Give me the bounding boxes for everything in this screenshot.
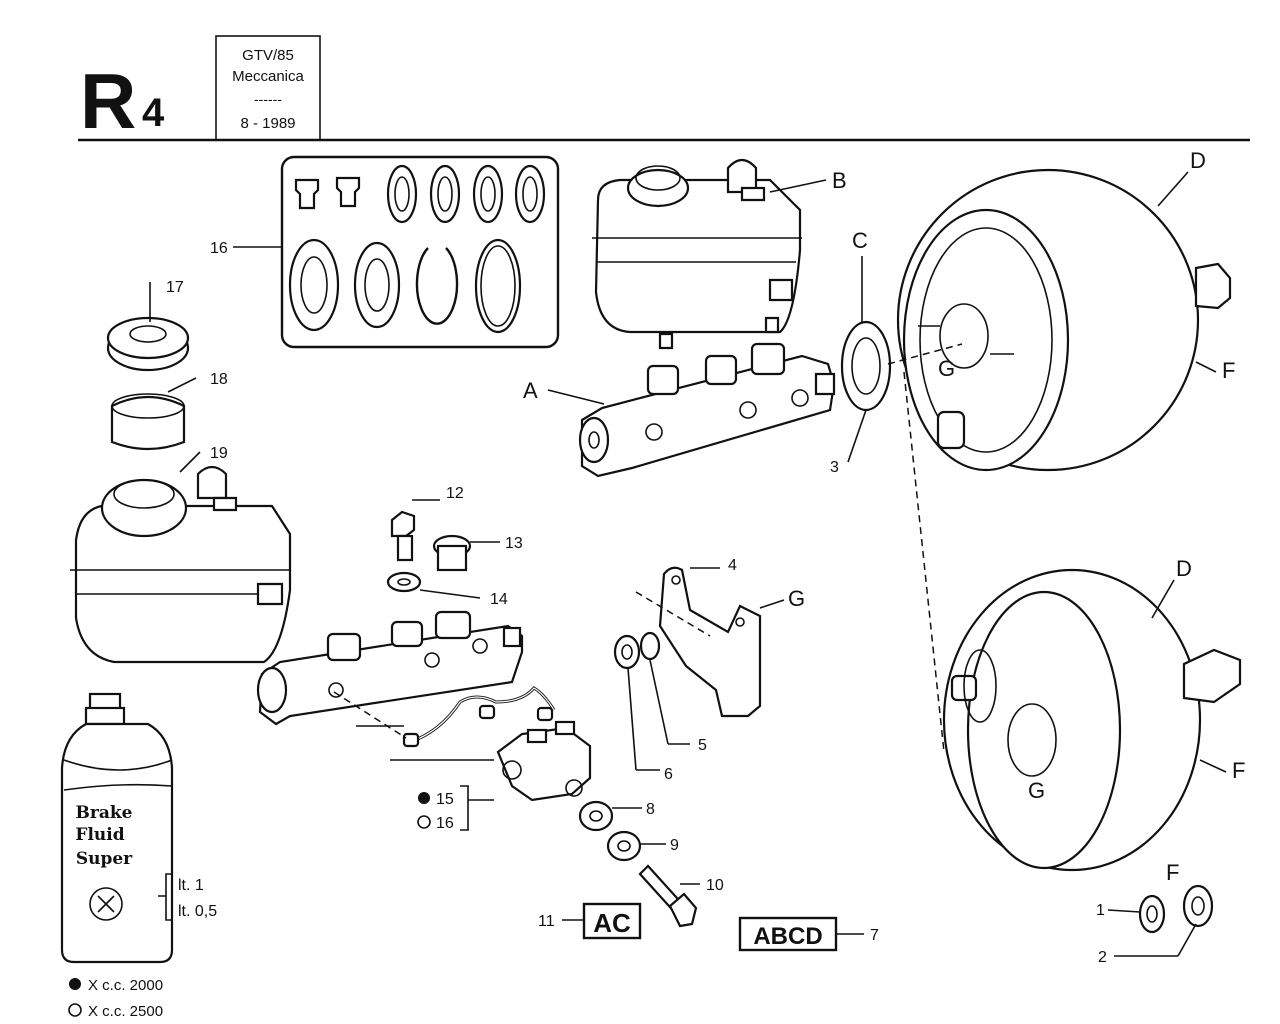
kit-seal-row-bottom bbox=[288, 238, 522, 334]
callout-5: 5 bbox=[698, 737, 707, 754]
callout-17: 17 bbox=[166, 279, 184, 296]
callout-g-top: G bbox=[938, 356, 955, 381]
callout-18: 18 bbox=[210, 371, 228, 388]
callout-19: 19 bbox=[210, 445, 228, 462]
callout-a: A bbox=[523, 378, 538, 403]
kit-seal-row-top bbox=[294, 164, 546, 224]
callout-2: 2 bbox=[1098, 949, 1107, 966]
callout-3: 3 bbox=[830, 459, 839, 476]
kit-box-ac-label: AC bbox=[593, 908, 631, 938]
callout-10: 10 bbox=[706, 877, 724, 894]
kit-box-abcd-label: ABCD bbox=[753, 923, 822, 950]
legend-2000: X c.c. 2000 bbox=[88, 977, 163, 994]
washer-8 bbox=[578, 800, 614, 832]
separator-label: ------ bbox=[254, 91, 282, 107]
filled-dot-15 bbox=[418, 792, 430, 804]
model-label: GTV/85 bbox=[242, 47, 294, 64]
callout-15: 15 bbox=[436, 791, 454, 808]
gasket-c bbox=[840, 320, 892, 412]
callout-16-legend: 16 bbox=[436, 815, 454, 832]
section-letter: R bbox=[80, 57, 136, 145]
callout-11: 11 bbox=[538, 913, 555, 930]
legend-filled-dot bbox=[69, 978, 81, 990]
bottle-text-super: Super bbox=[76, 849, 133, 869]
reservoir-cap bbox=[106, 316, 190, 372]
open-dot-16 bbox=[417, 815, 431, 829]
callout-f-small: F bbox=[1166, 860, 1179, 885]
callout-g-bracket: G bbox=[788, 586, 805, 611]
bottle-text-fluid: Fluid bbox=[75, 825, 124, 845]
washer-9 bbox=[606, 830, 642, 862]
pressure-valve bbox=[496, 720, 592, 802]
callout-8: 8 bbox=[646, 801, 655, 818]
callout-1: 1 bbox=[1096, 902, 1105, 919]
bottle-text-brake: Brake bbox=[76, 803, 133, 823]
reservoir-19 bbox=[70, 465, 292, 664]
nut-washer-set bbox=[1138, 884, 1214, 934]
kit-box-ac bbox=[582, 902, 642, 940]
bolt-10 bbox=[638, 864, 698, 928]
callout-g-bottom: G bbox=[1028, 778, 1045, 803]
callout-9: 9 bbox=[670, 837, 679, 854]
master-cylinder-a bbox=[578, 342, 836, 478]
callout-13: 13 bbox=[505, 535, 523, 552]
sealing-washer bbox=[386, 571, 422, 593]
bleed-screw bbox=[390, 510, 416, 562]
callout-c: C bbox=[852, 228, 868, 253]
callout-12: 12 bbox=[446, 485, 464, 502]
washer-5-6 bbox=[613, 631, 661, 670]
callout-4: 4 bbox=[728, 557, 737, 574]
callout-d-bottom: D bbox=[1176, 556, 1192, 581]
legend-2500: X c.c. 2500 bbox=[88, 1003, 163, 1020]
brake-booster-bottom bbox=[942, 568, 1242, 872]
header: R 4 GTV/85 Meccanica ------ 8 - 1989 bbox=[78, 35, 1250, 145]
group-label: Meccanica bbox=[232, 68, 304, 85]
plug bbox=[432, 534, 472, 572]
callout-b: B bbox=[832, 168, 847, 193]
callout-14: 14 bbox=[490, 591, 508, 608]
callout-6: 6 bbox=[664, 766, 673, 783]
date-label: 8 - 1989 bbox=[240, 115, 295, 132]
legend-open-dot bbox=[68, 1003, 82, 1017]
section-number: 4 bbox=[142, 91, 165, 135]
callout-f-bottom: F bbox=[1232, 758, 1245, 783]
brake-booster-top bbox=[896, 168, 1232, 472]
strainer-sleeve bbox=[110, 393, 186, 451]
bracket bbox=[635, 566, 762, 718]
reservoir-b bbox=[592, 158, 802, 350]
seal-kit-panel bbox=[280, 155, 560, 349]
bottle-capacity-1: lt. 1 bbox=[178, 877, 204, 894]
engine-legend: X c.c. 2000 X c.c. 2500 bbox=[68, 977, 163, 1020]
brake-fluid-bottle: Brake Fluid Super bbox=[60, 692, 174, 964]
callout-7: 7 bbox=[870, 927, 879, 944]
bottle-capacity-2: lt. 0,5 bbox=[178, 903, 217, 920]
brake-pipes bbox=[333, 686, 556, 748]
callout-16-kit: 16 bbox=[210, 240, 228, 257]
callout-f-top: F bbox=[1222, 358, 1235, 383]
callout-d-top: D bbox=[1190, 148, 1206, 173]
master-cylinder-lower bbox=[256, 610, 524, 726]
